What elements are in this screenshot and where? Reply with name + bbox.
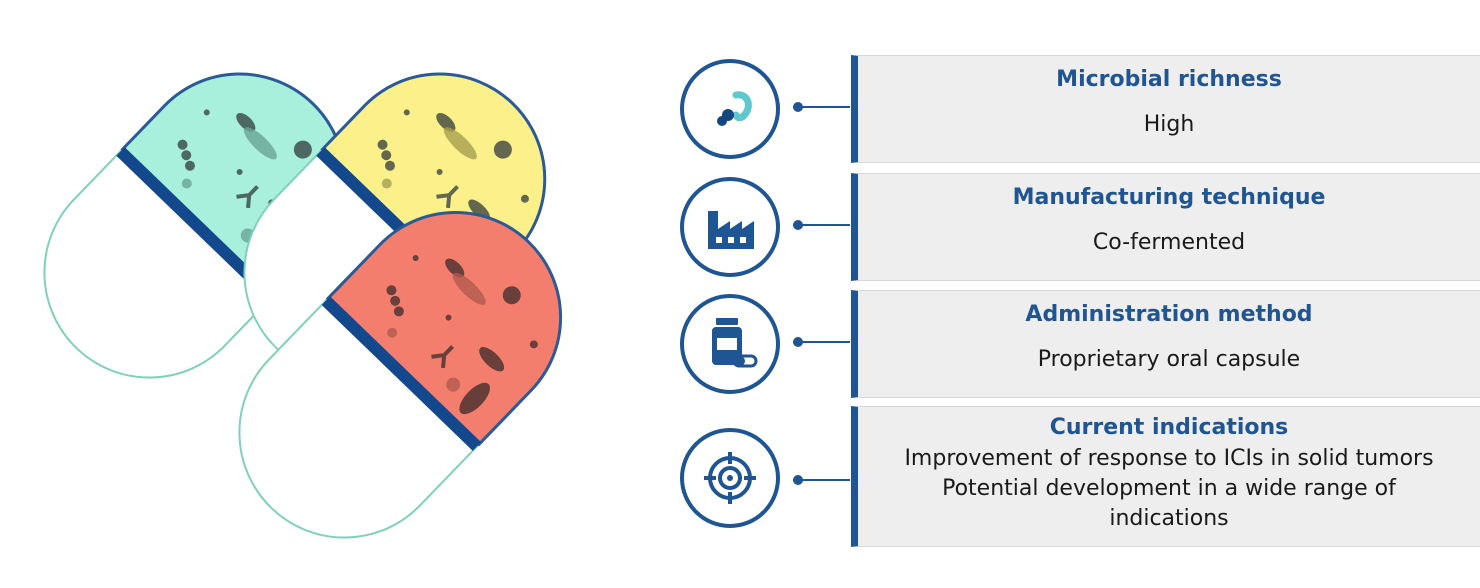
panel-value: Co-fermented [1092, 230, 1246, 255]
capsule-illustration [43, 72, 562, 539]
panel-value-line: Potential development in a wide range of [942, 476, 1396, 501]
row-icon-circle [680, 177, 780, 277]
row-microbial-richness: Microbial richness High [680, 55, 1480, 167]
bacteria-icon [717, 91, 752, 126]
target-icon [704, 452, 756, 504]
connector-dot [793, 220, 803, 230]
connector-dot [793, 337, 803, 347]
panel-value-line: indications [1109, 506, 1229, 531]
panel-value: High [1143, 112, 1195, 137]
panel-title: Microbial richness [1056, 67, 1282, 92]
row-icon-circle [680, 428, 780, 528]
panel-title: Manufacturing technique [1012, 185, 1326, 210]
info-panel: Manufacturing technique Co-fermented [851, 173, 1480, 281]
capsule-red [238, 210, 562, 539]
panel-title: Current indications [1049, 415, 1289, 440]
row-icon-circle [680, 294, 780, 394]
connector-line [793, 479, 850, 481]
connector-dot [793, 102, 803, 112]
panel-title: Administration method [1025, 302, 1313, 327]
row-current-indications: Current indications Improvement of respo… [680, 406, 1480, 547]
info-panel: Microbial richness High [851, 55, 1480, 163]
row-icon-circle [680, 59, 780, 159]
connector-dot [793, 475, 803, 485]
info-panel: Current indications Improvement of respo… [851, 406, 1480, 547]
panel-value-line: Improvement of response to ICIs in solid… [904, 446, 1434, 471]
connector-line [793, 224, 850, 226]
row-manufacturing-technique: Manufacturing technique Co-fermented [680, 173, 1480, 285]
connector-line [793, 341, 850, 343]
panel-value: Proprietary oral capsule [1037, 347, 1301, 372]
connector-line [793, 106, 850, 108]
info-panel: Administration method Proprietary oral c… [851, 290, 1480, 398]
pill-bottle-icon [712, 318, 758, 368]
row-administration-method: Administration method Proprietary oral c… [680, 290, 1480, 402]
factory-icon [708, 211, 754, 249]
